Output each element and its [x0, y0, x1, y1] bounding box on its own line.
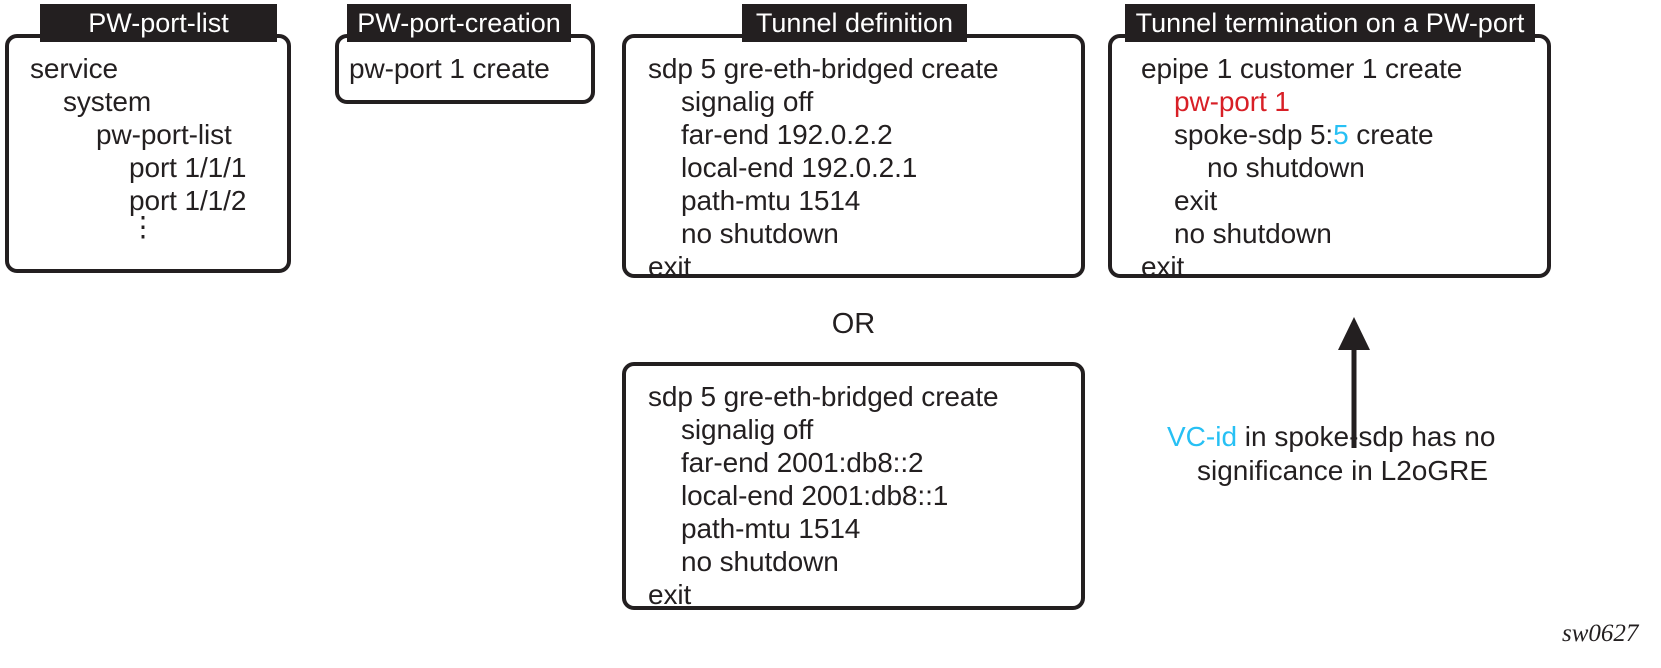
- code-line: port 1/1/2: [129, 185, 247, 216]
- code-line-spoke-sdp: spoke-sdp 5:5 create: [1141, 118, 1541, 151]
- panel-body-tunnel-definition-ipv6: sdp 5 gre-eth-bridged create signalig of…: [648, 380, 1078, 611]
- code-line: far-end 192.0.2.2: [681, 119, 893, 150]
- annotation-line-1: VC-id in spoke-sdp has no: [1167, 420, 1495, 454]
- panel-tunnel-termination: [1108, 34, 1551, 278]
- annotation-vc-id: VC-id in spoke-sdp has no significance i…: [1167, 420, 1495, 488]
- figure-id-label: sw0627: [1562, 620, 1639, 647]
- code-line: local-end 192.0.2.1: [681, 152, 918, 183]
- code-line: sdp 5 gre-eth-bridged create: [648, 381, 999, 412]
- code-line: exit: [648, 579, 692, 610]
- code-line: pw-port 1 create: [349, 53, 550, 84]
- code-line: exit: [1174, 185, 1218, 216]
- panel-body-tunnel-definition: sdp 5 gre-eth-bridged create signalig of…: [648, 52, 1078, 283]
- panel-body-pw-port-creation: pw-port 1 create: [349, 52, 589, 85]
- spoke-sdp-suffix: create: [1348, 119, 1434, 150]
- code-line: port 1/1/1: [129, 152, 247, 183]
- or-label: OR: [831, 308, 876, 340]
- panel-body-tunnel-termination: epipe 1 customer 1 create pw-port 1 spok…: [1141, 52, 1541, 283]
- annotation-line-2: significance in L2oGRE: [1197, 455, 1489, 486]
- callout-arrow-up-icon: [1328, 314, 1380, 450]
- code-line: no shutdown: [1207, 152, 1365, 183]
- code-line: path-mtu 1514: [681, 513, 861, 544]
- panel-title-tunnel-definition: Tunnel definition: [742, 4, 967, 42]
- code-line: signalig off: [681, 86, 814, 117]
- code-line: signalig off: [681, 414, 814, 445]
- code-line: sdp 5 gre-eth-bridged create: [648, 53, 999, 84]
- code-line: no shutdown: [1174, 218, 1332, 249]
- code-line: exit: [648, 251, 692, 282]
- vertical-ellipsis-icon: ⋮: [129, 211, 157, 242]
- code-line: system: [63, 86, 152, 117]
- panel-title-pw-port-creation: PW-port-creation: [347, 4, 571, 42]
- spoke-sdp-prefix: spoke-sdp 5:: [1174, 119, 1334, 150]
- code-line: path-mtu 1514: [681, 185, 861, 216]
- annotation-highlight: VC-id: [1167, 421, 1238, 452]
- panel-tunnel-definition: [622, 34, 1085, 278]
- panel-body-pw-port-list: service system pw-port-list port 1/1/1 p…: [30, 52, 280, 242]
- code-line: pw-port-list: [96, 119, 232, 150]
- panel-title-tunnel-termination: Tunnel termination on a PW-port: [1125, 4, 1535, 42]
- code-line: exit: [1141, 251, 1185, 282]
- panel-title-pw-port-list: PW-port-list: [40, 4, 277, 42]
- code-line: local-end 2001:db8::1: [681, 480, 949, 511]
- code-line: no shutdown: [681, 218, 839, 249]
- code-line: no shutdown: [681, 546, 839, 577]
- spoke-sdp-vc-id: 5: [1333, 119, 1349, 150]
- panel-tunnel-definition-ipv6: [622, 362, 1085, 610]
- code-line: service: [30, 53, 118, 84]
- code-line: far-end 2001:db8::2: [681, 447, 924, 478]
- annotation-line-1-rest: in spoke-sdp has no: [1237, 421, 1496, 452]
- code-line-pw-port: pw-port 1: [1174, 86, 1290, 117]
- code-line: epipe 1 customer 1 create: [1141, 53, 1463, 84]
